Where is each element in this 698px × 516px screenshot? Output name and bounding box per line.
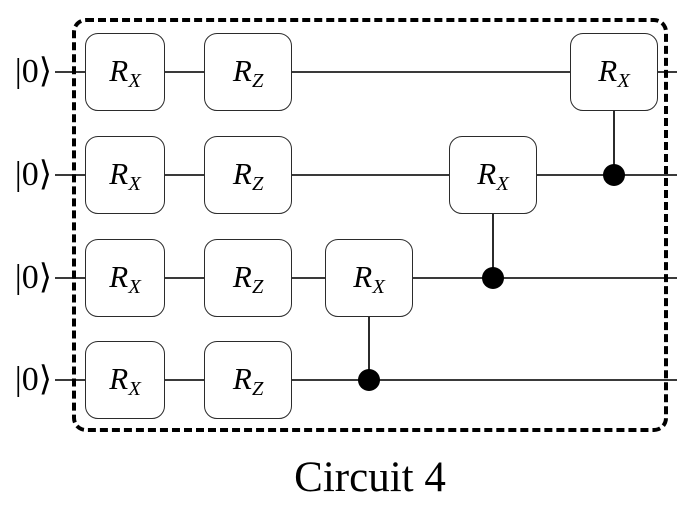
control-dot-q2: [482, 267, 504, 289]
gate-crx-q1-c3[interactable]: RX: [449, 136, 537, 214]
gate-label: RX: [477, 155, 509, 194]
control-dot-q2-connector: [492, 214, 494, 278]
gate-label: RX: [109, 155, 141, 194]
gate-label-subscript: X: [128, 69, 141, 92]
gate-rz-q0-c1[interactable]: RZ: [204, 33, 292, 111]
figure-caption: Circuit 4: [294, 454, 446, 501]
gate-label-subscript: X: [128, 275, 141, 298]
gate-label-base: R: [232, 258, 252, 294]
gate-rx-q2-c0[interactable]: RX: [85, 239, 165, 317]
gate-label-subscript: X: [128, 377, 141, 400]
wire-q1: [55, 174, 677, 176]
gate-label-base: R: [598, 52, 618, 88]
gate-label-base: R: [109, 360, 129, 396]
control-dot-q3-connector: [368, 317, 370, 380]
gate-rx-q0-c0[interactable]: RX: [85, 33, 165, 111]
gate-rx-q1-c0[interactable]: RX: [85, 136, 165, 214]
gate-label: RX: [598, 52, 630, 91]
gate-label-subscript: Z: [251, 172, 264, 195]
gate-rz-q1-c1[interactable]: RZ: [204, 136, 292, 214]
control-dot-q1-connector: [613, 111, 615, 175]
gate-label-subscript: X: [372, 275, 385, 298]
gate-label: RX: [109, 52, 141, 91]
gate-label-base: R: [353, 258, 373, 294]
gate-label-base: R: [232, 360, 252, 396]
gate-label: RZ: [232, 155, 264, 194]
gate-label: RX: [109, 258, 141, 297]
gate-label-base: R: [109, 258, 129, 294]
circuit-block-boundary: [72, 18, 668, 432]
gate-label-subscript: Z: [251, 69, 264, 92]
gate-label: RZ: [232, 52, 264, 91]
gate-label-base: R: [232, 52, 252, 88]
gate-label: RZ: [232, 258, 264, 297]
gate-rz-q2-c1[interactable]: RZ: [204, 239, 292, 317]
gate-label: RX: [353, 258, 385, 297]
gate-label-base: R: [109, 155, 129, 191]
gate-label-base: R: [109, 52, 129, 88]
gate-rz-q3-c1[interactable]: RZ: [204, 341, 292, 419]
control-dot-q1: [603, 164, 625, 186]
control-dot-q3: [358, 369, 380, 391]
qubit-label-q2: |0⟩: [14, 259, 52, 296]
gate-label-subscript: X: [617, 69, 630, 92]
gate-label-subscript: Z: [251, 275, 264, 298]
wire-q0: [55, 71, 677, 73]
qubit-label-q1: |0⟩: [14, 156, 52, 193]
qubit-label-q3: |0⟩: [14, 361, 52, 398]
gate-label-subscript: Z: [251, 377, 264, 400]
gate-label: RZ: [232, 360, 264, 399]
gate-label-subscript: X: [496, 172, 509, 195]
gate-crx-q0-c4[interactable]: RX: [570, 33, 658, 111]
gate-rx-q3-c0[interactable]: RX: [85, 341, 165, 419]
gate-label-base: R: [232, 155, 252, 191]
qubit-label-q0: |0⟩: [14, 53, 52, 90]
gate-label-subscript: X: [128, 172, 141, 195]
gate-crx-q2-c2[interactable]: RX: [325, 239, 413, 317]
gate-label: RX: [109, 360, 141, 399]
gate-label-base: R: [477, 155, 497, 191]
